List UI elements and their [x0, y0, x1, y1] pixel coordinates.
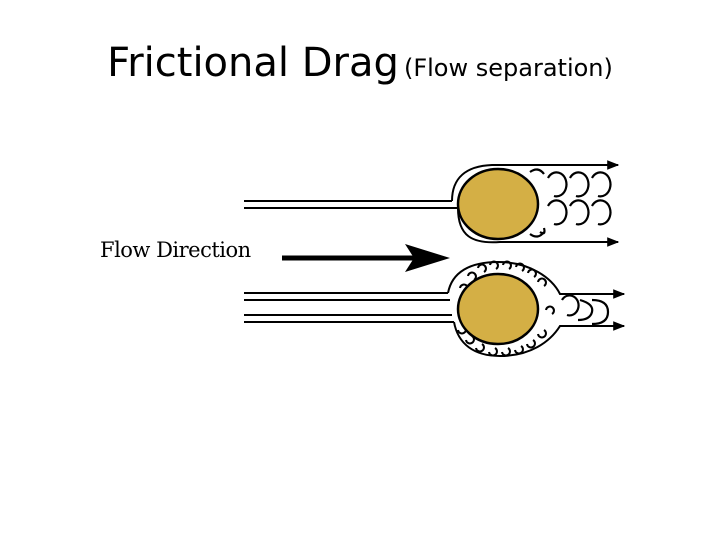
bottom-ball-boundary-eddies: [457, 260, 555, 357]
top-ball: [456, 167, 540, 241]
bottom-ball: [456, 272, 540, 346]
flow-arrow: [282, 244, 450, 272]
slide-title: Frictional Drag (Flow separation): [0, 40, 720, 86]
subtitle-text: (Flow separation): [403, 54, 613, 82]
bottom-ball-streamlines: [244, 260, 626, 358]
top-ball-wake-eddies: [529, 168, 612, 238]
bottom-ball-wake-eddies: [561, 294, 610, 326]
title-text: Frictional Drag: [107, 40, 399, 86]
top-ball-streamlines: [244, 160, 620, 247]
flow-direction-label: Flow Direction: [100, 238, 251, 262]
